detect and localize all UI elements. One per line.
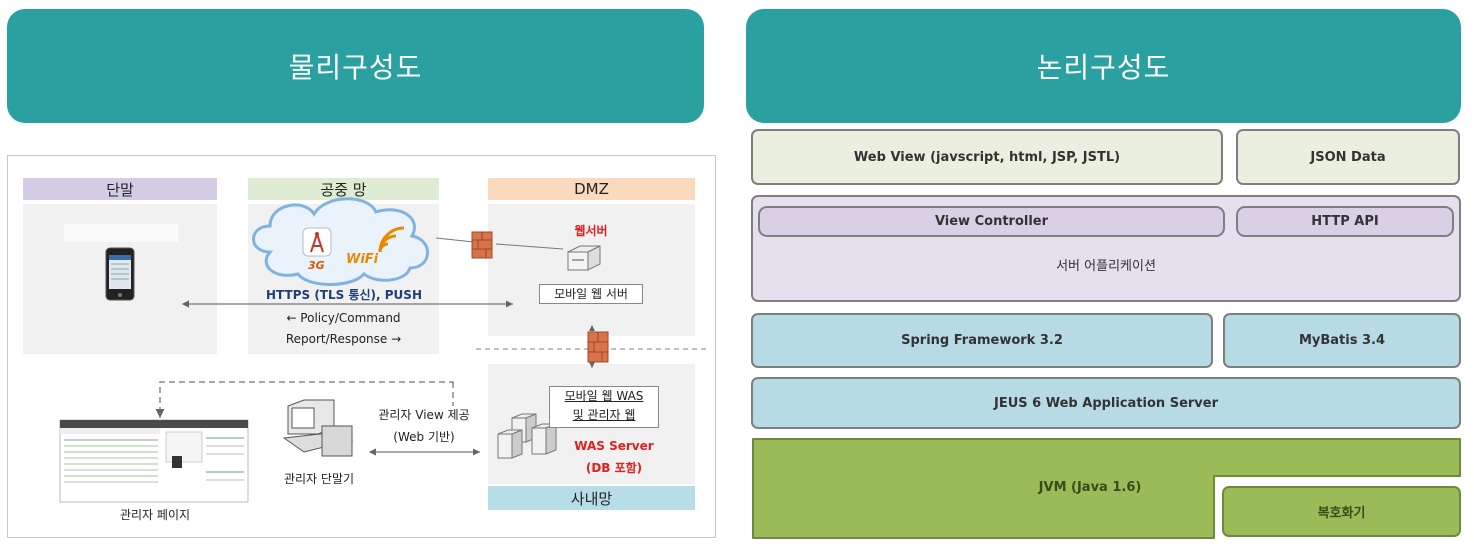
view-controller-box: View Controller [758,206,1225,237]
crypto-module-layer: 복호화기 [1222,486,1461,537]
logical-diagram-title: 논리구성도 [746,9,1461,123]
physical-diagram-panel: 단말 공중 망 DMZ 사내망 [7,155,716,538]
terminal-inner-box [64,224,178,242]
was-server-db-label: (DB 포함) [585,461,643,475]
mobile-was-line1: 모바일 웹 WAS [564,389,644,403]
admin-page-label: 관리자 페이지 [119,508,191,522]
smartphone-icon [105,247,135,301]
mobile-was-line2: 및 관리자 웹 [572,408,636,422]
zone-public-network-header: 공중 망 [248,178,439,200]
zone-terminal-header: 단말 [23,178,217,200]
admin-terminal-label: 관리자 단말기 [283,472,355,486]
json-data-layer: JSON Data [1236,129,1460,185]
wifi-icon [378,226,405,253]
web-server-icon [567,245,601,271]
spring-framework-layer: Spring Framework 3.2 [751,313,1213,368]
desktop-computer-icon [282,399,354,457]
badge-3g: 3G [308,259,325,272]
firewall-icon [471,231,493,259]
web-view-layer: Web View (javscript, html, JSP, JSTL) [751,129,1223,185]
admin-view-web-label: (Web 기반) [393,430,455,444]
jvm-label: JVM (Java 1.6) [1038,480,1142,495]
policy-command-label: ← Policy/Command [286,311,401,325]
protocol-label: HTTPS (TLS 통신), PUSH [266,288,422,302]
http-api-box: HTTP API [1236,206,1454,237]
cloud-icon [252,197,429,286]
mybatis-layer: MyBatis 3.4 [1223,313,1461,368]
was-server-label: WAS Server [574,439,654,453]
firewall-icon [587,331,609,363]
antenna-icon [302,227,332,257]
zone-dmz-body [488,204,695,336]
admin-page-thumbnail [59,419,249,503]
badge-wifi: WiFi [346,252,379,267]
zone-dmz-header: DMZ [488,178,695,200]
mobile-web-server-box: 모바일 웹 서버 [539,284,643,304]
zone-internal-header: 사내망 [488,486,695,510]
report-response-label: Report/Response → [285,332,402,346]
server-application-label: 서버 어플리케이션 [1056,259,1156,274]
mobile-was-box: 모바일 웹 WAS 및 관리자 웹 [549,386,659,428]
web-server-label: 웹서버 [574,224,608,238]
physical-diagram-title: 물리구성도 [7,9,704,123]
jeus-was-layer: JEUS 6 Web Application Server [751,377,1461,429]
was-server-icon [497,413,557,459]
connection-lines [59,197,708,503]
admin-view-label: 관리자 View 제공 [378,408,470,422]
